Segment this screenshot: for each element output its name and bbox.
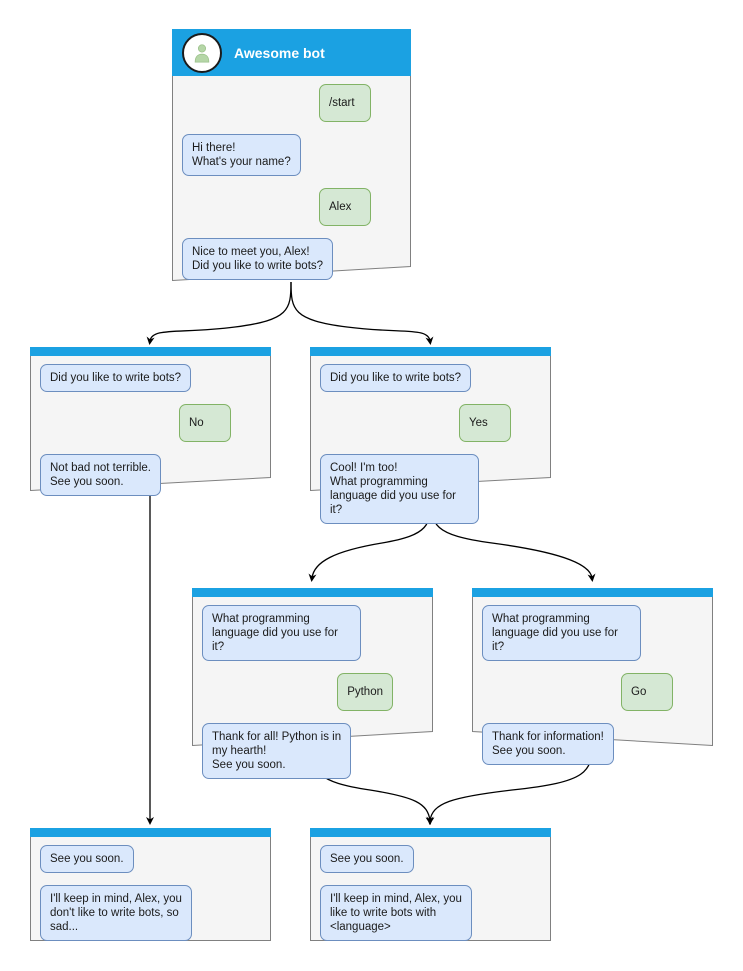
node-no-branch-messages: Did you like to write bots? No Not bad n… xyxy=(30,356,271,508)
user-message-bubble: Alex xyxy=(319,188,371,226)
message-row: Nice to meet you, Alex! Did you like to … xyxy=(182,238,401,280)
user-message-bubble: Yes xyxy=(459,404,511,442)
node-yes-branch[interactable]: Did you like to write bots? Yes Cool! I'… xyxy=(310,347,551,524)
bot-message-bubble: Thank for all! Python is in my hearth! S… xyxy=(202,723,352,779)
node-end-happy-header xyxy=(310,828,551,837)
node-end-happy[interactable]: See you soon. I'll keep in mind, Alex, y… xyxy=(310,828,551,941)
message-row: I'll keep in mind, Alex, you like to wri… xyxy=(320,885,541,941)
bot-message-bubble: Nice to meet you, Alex! Did you like to … xyxy=(182,238,334,280)
bot-message-bubble: Cool! I'm too! What programming language… xyxy=(320,454,480,524)
message-row: /start xyxy=(182,84,401,122)
user-message-bubble: Python xyxy=(337,673,393,711)
node-end-sad[interactable]: See you soon. I'll keep in mind, Alex, y… xyxy=(30,828,271,941)
bot-message-bubble: Did you like to write bots? xyxy=(320,364,472,392)
message-row: Not bad not terrible. See you soon. xyxy=(40,454,261,496)
message-row: See you soon. xyxy=(40,845,261,873)
node-end-sad-messages: See you soon. I'll keep in mind, Alex, y… xyxy=(30,837,271,953)
node-go-branch[interactable]: What programming language did you use fo… xyxy=(472,588,713,765)
bot-message-bubble: See you soon. xyxy=(320,845,414,873)
node-start-title-row: Awesome bot xyxy=(172,29,411,76)
bot-message-bubble: Not bad not terrible. See you soon. xyxy=(40,454,162,496)
user-message-bubble: /start xyxy=(319,84,371,122)
bot-message-bubble: Did you like to write bots? xyxy=(40,364,192,392)
bot-message-bubble: I'll keep in mind, Alex, you don't like … xyxy=(40,885,192,941)
node-go-branch-header xyxy=(472,588,713,597)
message-row: What programming language did you use fo… xyxy=(202,605,423,661)
message-row: Go xyxy=(482,673,703,711)
message-row: What programming language did you use fo… xyxy=(482,605,703,661)
bot-message-bubble: See you soon. xyxy=(40,845,134,873)
user-message-bubble: Go xyxy=(621,673,673,711)
node-python-branch[interactable]: What programming language did you use fo… xyxy=(192,588,433,779)
bot-message-bubble: I'll keep in mind, Alex, you like to wri… xyxy=(320,885,472,941)
message-row: Hi there! What's your name? xyxy=(182,134,401,176)
bot-message-bubble: What programming language did you use fo… xyxy=(202,605,362,661)
user-message-bubble: No xyxy=(179,404,231,442)
message-row: No xyxy=(40,404,261,442)
node-start-messages: /start Hi there! What's your name? Alex … xyxy=(172,76,411,292)
node-no-branch-header xyxy=(30,347,271,356)
node-no-branch[interactable]: Did you like to write bots? No Not bad n… xyxy=(30,347,271,496)
message-row: Did you like to write bots? xyxy=(320,364,541,392)
node-start[interactable]: Awesome bot /start Hi there! What's your… xyxy=(172,29,411,282)
bot-message-bubble: Thank for information! See you soon. xyxy=(482,723,614,765)
message-row: Alex xyxy=(182,188,401,226)
bot-message-bubble: Hi there! What's your name? xyxy=(182,134,301,176)
message-row: Yes xyxy=(320,404,541,442)
message-row: Python xyxy=(202,673,423,711)
message-row: See you soon. xyxy=(320,845,541,873)
node-end-happy-messages: See you soon. I'll keep in mind, Alex, y… xyxy=(310,837,551,953)
message-row: Thank for information! See you soon. xyxy=(482,723,703,765)
message-row: Did you like to write bots? xyxy=(40,364,261,392)
node-go-branch-messages: What programming language did you use fo… xyxy=(472,597,713,777)
node-end-sad-header xyxy=(30,828,271,837)
bot-message-bubble: What programming language did you use fo… xyxy=(482,605,642,661)
person-avatar-icon xyxy=(182,32,222,73)
node-start-title: Awesome bot xyxy=(234,44,325,61)
node-yes-branch-header xyxy=(310,347,551,356)
message-row: Cool! I'm too! What programming language… xyxy=(320,454,541,524)
node-yes-branch-messages: Did you like to write bots? Yes Cool! I'… xyxy=(310,356,551,536)
node-python-branch-header xyxy=(192,588,433,597)
message-row: Thank for all! Python is in my hearth! S… xyxy=(202,723,423,779)
node-python-branch-messages: What programming language did you use fo… xyxy=(192,597,433,791)
message-row: I'll keep in mind, Alex, you don't like … xyxy=(40,885,261,941)
